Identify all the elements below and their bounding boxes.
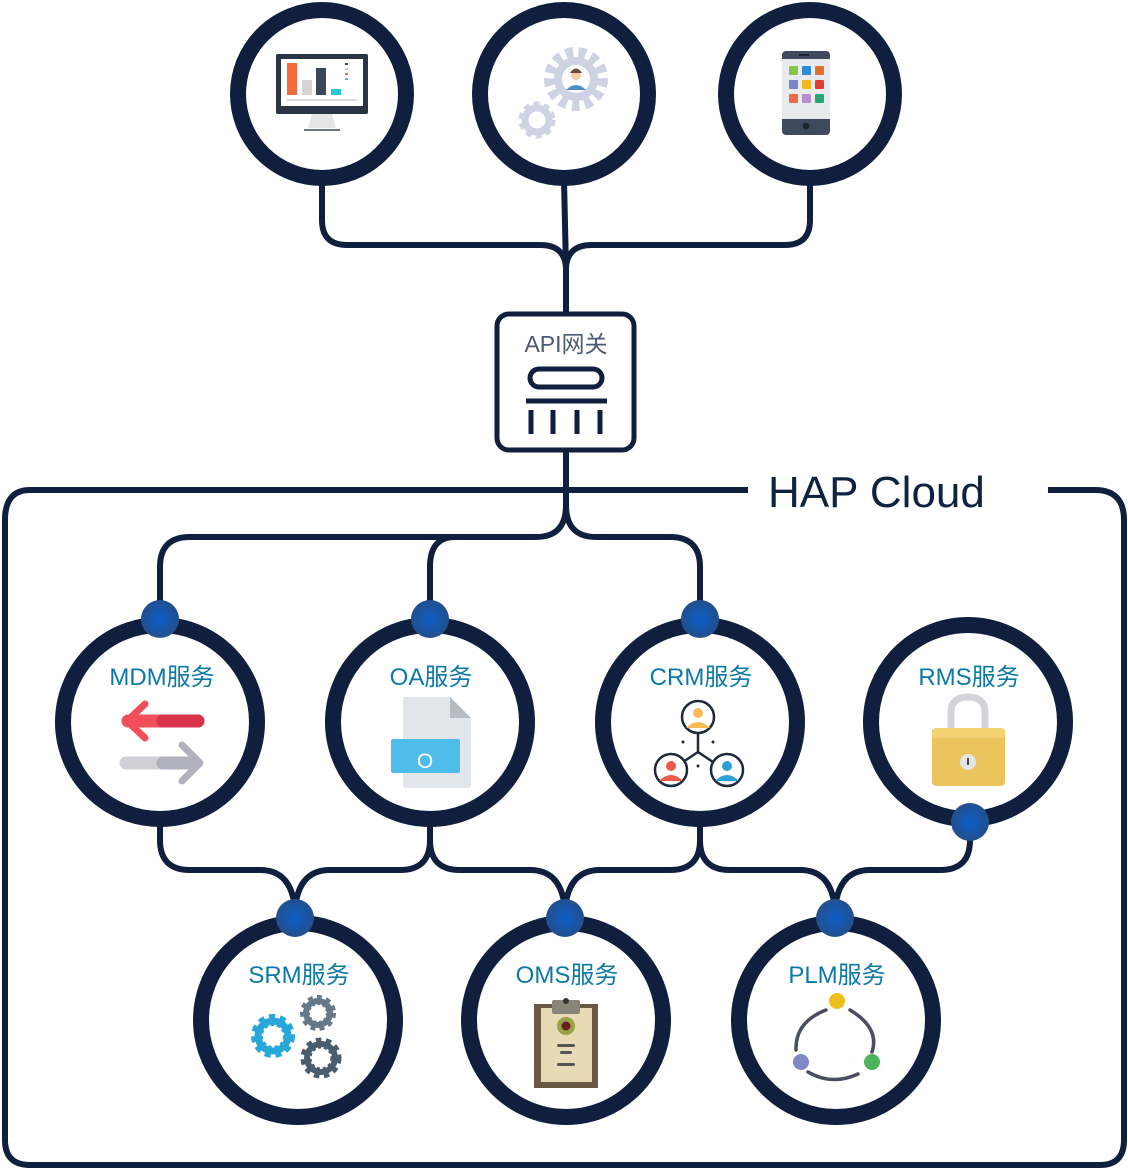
client-admin[interactable] — [472, 2, 656, 186]
client-connectors — [319, 177, 813, 319]
connector-dot — [681, 600, 719, 638]
connector-admin — [561, 177, 569, 271]
clipboard-icon — [534, 998, 598, 1088]
gateway-icon — [526, 366, 607, 434]
service-plm[interactable]: PLM服务 — [731, 899, 941, 1125]
connector-dot — [141, 600, 179, 638]
gears-icon — [251, 995, 342, 1079]
cycle-icon — [793, 993, 880, 1082]
document-o-icon: O — [391, 697, 471, 788]
cloud-label: HAP Cloud — [768, 468, 985, 517]
api-gateway[interactable]: API网关 — [494, 311, 637, 453]
service-label: RMS服务 — [918, 664, 1019, 691]
smartphone-icon — [782, 51, 830, 135]
service-label: PLM服务 — [788, 962, 885, 989]
service-label: OA服务 — [390, 664, 473, 691]
connector-desktop — [319, 177, 569, 271]
service-label: OMS服务 — [516, 962, 619, 989]
svg-text:O: O — [417, 750, 433, 773]
client-desktop[interactable] — [230, 2, 414, 186]
connector-dot — [411, 600, 449, 638]
service-connectors — [157, 820, 973, 911]
user-network-icon — [653, 699, 745, 788]
hap-cloud-boundary — [1, 487, 1127, 1168]
connector-mobile — [563, 177, 813, 271]
gateway-label: API网关 — [524, 331, 607, 357]
service-crm[interactable]: CRM服务 — [595, 600, 805, 827]
transfer-arrows-icon — [119, 700, 205, 785]
monitor-chart-icon — [276, 54, 368, 131]
service-srm[interactable]: SRM服务 — [193, 899, 403, 1125]
connector-dot — [276, 899, 314, 937]
client-mobile[interactable] — [718, 2, 902, 186]
connector-dot — [546, 899, 584, 937]
service-label: CRM服务 — [650, 664, 753, 691]
service-label: MDM服务 — [109, 664, 214, 691]
service-label: SRM服务 — [248, 962, 349, 989]
connector-dot — [816, 899, 854, 937]
padlock-icon — [932, 693, 1005, 786]
service-oms[interactable]: OMS服务 — [461, 899, 671, 1125]
gear-user-icon — [518, 47, 608, 139]
service-rms[interactable]: RMS服务 — [863, 617, 1073, 841]
connector-dot — [951, 803, 989, 841]
service-mdm[interactable]: MDM服务 — [55, 600, 265, 827]
service-oa[interactable]: OA服务 O — [325, 600, 535, 827]
gateway-connectors — [157, 450, 703, 610]
